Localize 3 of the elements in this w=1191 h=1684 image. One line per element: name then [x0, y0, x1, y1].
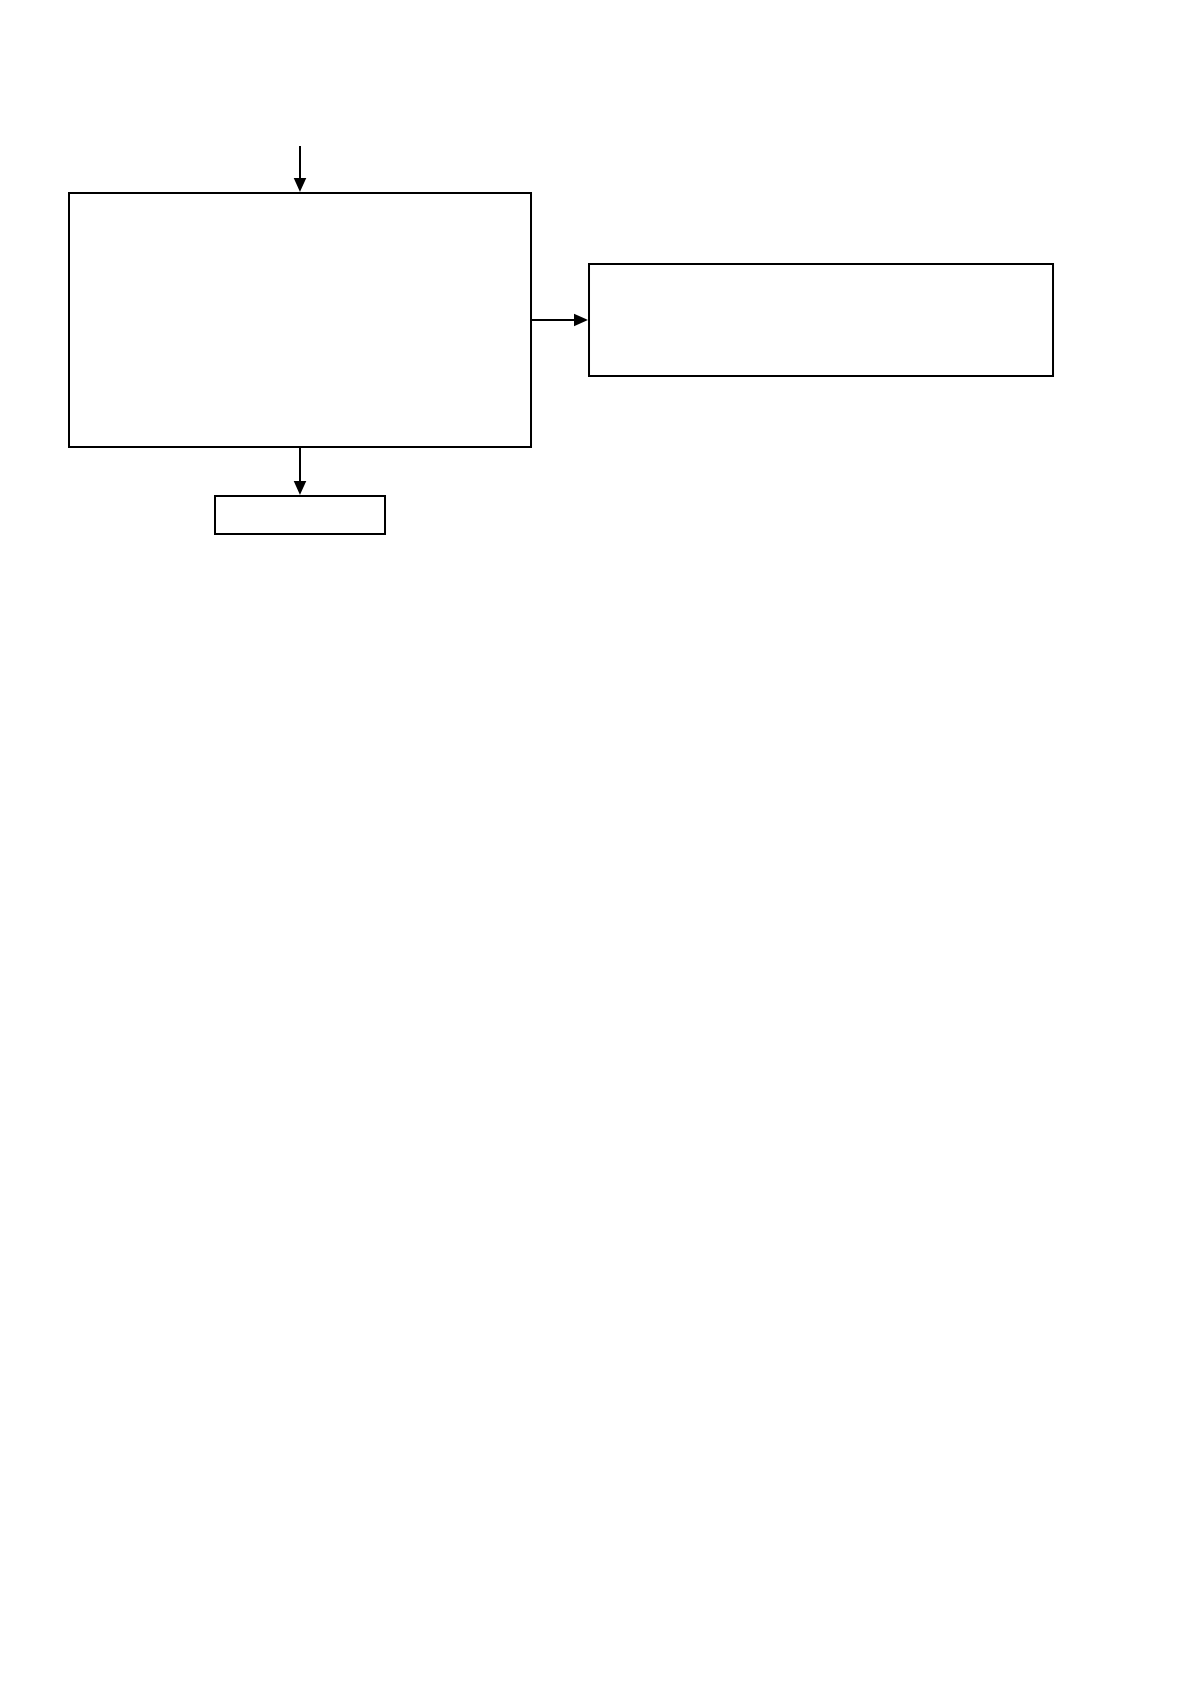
process-box	[68, 192, 532, 448]
process-box	[588, 263, 1054, 377]
process-box	[214, 495, 386, 535]
